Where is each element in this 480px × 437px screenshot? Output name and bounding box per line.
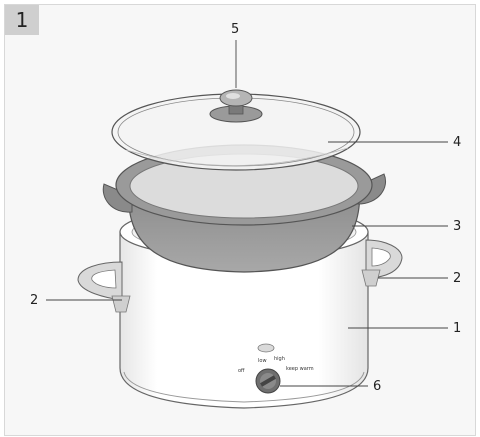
callout-3: 3 <box>453 219 462 234</box>
dial-label-low: low <box>258 358 267 364</box>
control-panel: low high off keep warm <box>238 343 314 394</box>
dial-label-high: high <box>274 356 285 362</box>
callout-5: 5 <box>231 22 240 37</box>
leader-lines <box>46 40 448 387</box>
power-indicator-light <box>257 343 275 353</box>
callout-6: 6 <box>373 379 382 394</box>
figure-number-badge: 1 <box>5 5 39 35</box>
dial-grip <box>260 375 276 387</box>
callout-4: 4 <box>453 135 462 150</box>
lid-knob <box>209 89 263 123</box>
callout-2-left: 2 <box>30 293 39 308</box>
right-side-handle <box>361 239 403 287</box>
dial-label-keep-warm: keep warm <box>286 366 314 372</box>
dial-label-off: off <box>238 368 245 374</box>
callout-2-right: 2 <box>453 271 462 286</box>
callout-1: 1 <box>453 321 462 336</box>
left-side-handle <box>77 261 131 313</box>
